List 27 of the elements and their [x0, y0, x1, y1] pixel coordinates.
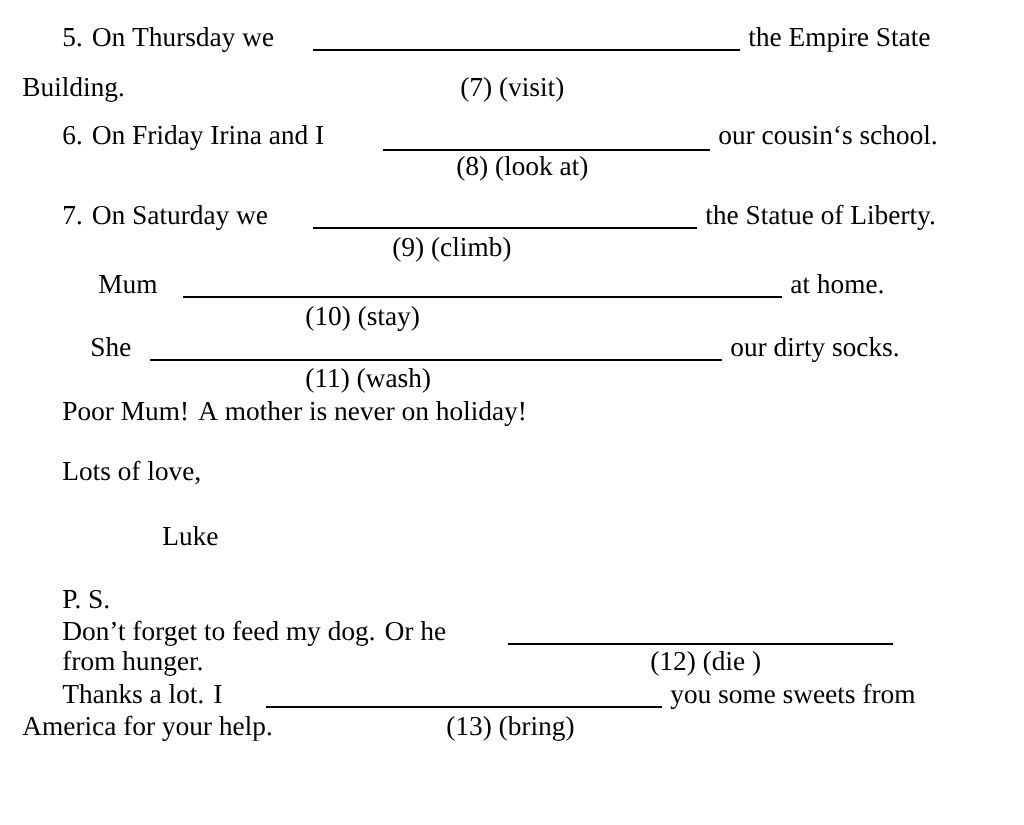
sentence-text: our cousin‘s school.: [719, 125, 936, 145]
word-hint: (8) (look at): [457, 156, 588, 181]
word-hint: (9) (climb): [393, 237, 511, 262]
sentence-text: Poor Mum! A mother is never on holiday!: [63, 401, 524, 426]
sentence-text: Building.: [23, 77, 123, 102]
word-hint: (13) (bring): [447, 716, 574, 741]
sentence-text: Mum: [99, 275, 158, 294]
sentence-text: from hunger.: [63, 650, 202, 676]
word-hint: (12) (die ): [651, 651, 760, 676]
word-hint: (11) (wash): [306, 368, 430, 393]
sentence-text: America for your help.: [22, 715, 271, 741]
sentence-text: the Empire State: [748, 27, 930, 52]
sentence-text: our dirty socks.: [731, 337, 898, 362]
sentence-text: Lots of love,: [63, 460, 200, 485]
sentence-text: the Statue of Liberty.: [705, 204, 935, 230]
sentence-text: She: [92, 337, 131, 357]
sentence-text: Don’t forget to feed my dog. Or he: [63, 620, 446, 646]
sentence-text: P. S.: [63, 589, 109, 609]
sentence-text: at home.: [791, 274, 883, 294]
sentence-text: 7. On Saturday we: [64, 205, 268, 230]
sentence-text: you some sweets from: [670, 683, 916, 709]
sentence-text: 5. On Thursday we: [63, 27, 274, 52]
sentence-text: Thanks a lot. I: [62, 684, 222, 704]
sentence-text: 6. On Friday Irina and I: [63, 125, 324, 150]
sentence-text: Luke: [163, 526, 218, 546]
word-hint: (7) (visit): [461, 77, 564, 102]
word-hint: (10) (stay): [306, 306, 419, 331]
